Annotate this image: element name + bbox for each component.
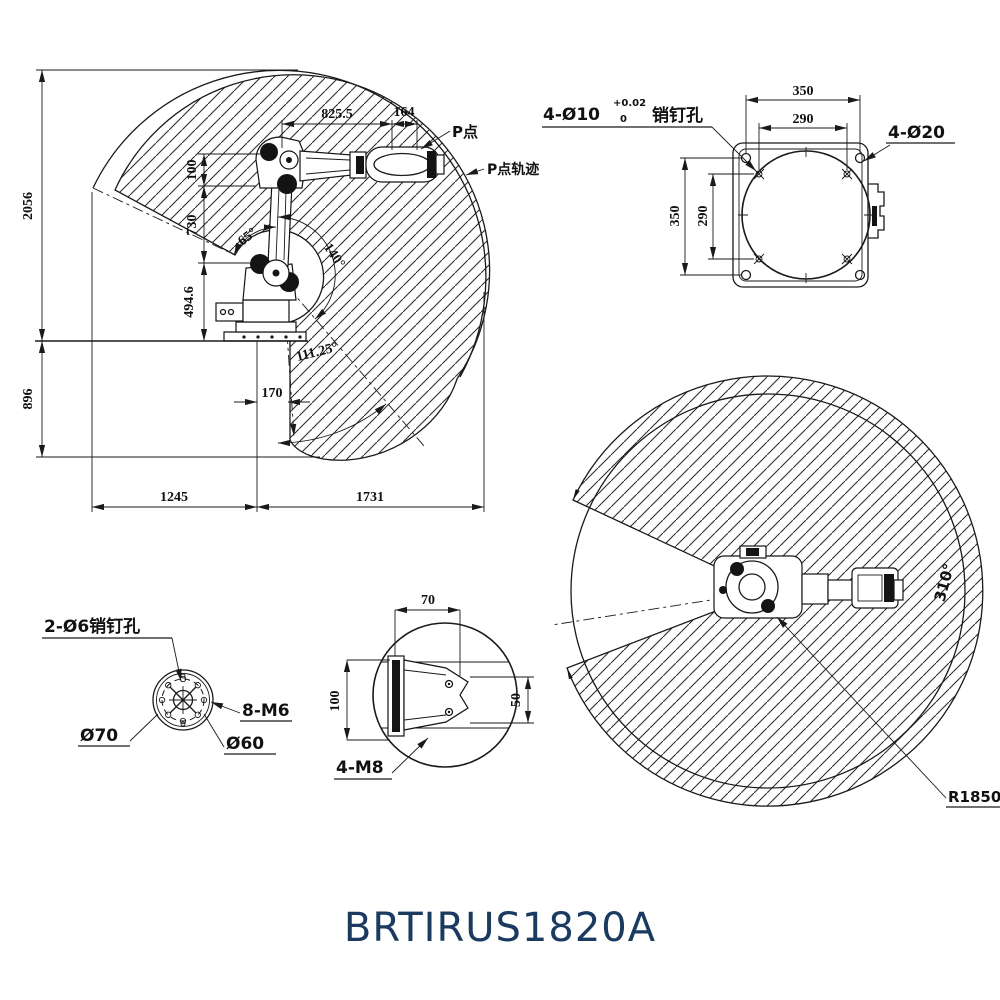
- flange-tap-note: 8-M6: [242, 701, 290, 721]
- bracket-dim-50: 50: [509, 693, 524, 707]
- side-dimensions: [38, 70, 485, 511]
- model-title: BRTIRUS1820A: [344, 905, 656, 951]
- label-p-track: P点轨迹: [487, 161, 539, 178]
- dim-164: 164: [394, 105, 415, 120]
- top-radius-label: R1850: [948, 788, 1000, 806]
- top-radius-note: R1850: [776, 616, 1000, 808]
- corner-holes: [740, 152, 866, 281]
- dim-2056: 2056: [21, 192, 36, 220]
- pin-note-tol-upper: +0.02: [613, 98, 646, 109]
- axis-dash-65: [92, 187, 234, 255]
- dim-1245: 1245: [160, 490, 188, 505]
- sweep-arrow-lower: [567, 668, 573, 680]
- dim-170: 170: [262, 386, 283, 401]
- flange-notes: 2-Ø6销钉孔 8-M6 Ø70 Ø60: [42, 616, 292, 755]
- dim-896: 896: [21, 389, 36, 410]
- pin-note-suffix: 销钉孔: [652, 105, 703, 126]
- label-p-point: P点: [452, 123, 478, 141]
- pin-holes: [753, 168, 853, 265]
- corner-hole-note: 4-Ø20: [863, 123, 955, 162]
- plate-outline: [732, 142, 869, 288]
- flange-detail-view: 2-Ø6销钉孔 8-M6 Ø70 Ø60: [42, 616, 292, 755]
- flange-d60-note: Ø60: [226, 734, 264, 754]
- plate-dim-350h: 350: [668, 206, 683, 227]
- p-track-arc: [92, 69, 487, 378]
- top-view: 310° R1850: [551, 375, 1000, 808]
- corner-note-text: 4-Ø20: [888, 123, 945, 143]
- dim-1731: 1731: [356, 490, 384, 505]
- robot-top-silhouette: [713, 545, 904, 619]
- flange-pin-note: 2-Ø6销钉孔: [44, 616, 140, 637]
- bracket-tap-note: 4-M8: [334, 737, 429, 780]
- plate-dim-290h: 290: [696, 206, 711, 227]
- pin-note-tol-lower: 0: [620, 114, 627, 125]
- flange-d70-note: Ø70: [80, 726, 118, 746]
- plate-dim-350w: 350: [793, 84, 814, 99]
- bracket-dim-100: 100: [328, 691, 343, 712]
- base-plate-view: 350 290 350 290 4-Ø10 +0.02 0 销钉孔 4-Ø20: [542, 84, 955, 288]
- sweep-arrow-upper: [573, 489, 580, 500]
- bracket-detail-view: 70 100 50 4-M8: [328, 593, 534, 780]
- dim-825: 825.5: [321, 107, 353, 122]
- side-view: 2056 896 1245 1731 825.5 164 100 730 494…: [21, 69, 539, 512]
- dim-730: 730: [185, 215, 200, 236]
- pin-hole-note: 4-Ø10 +0.02 0 销钉孔: [542, 98, 757, 172]
- plate-dim-290w: 290: [793, 112, 814, 127]
- plate-connector: [868, 183, 885, 239]
- dim-100: 100: [185, 160, 200, 181]
- bracket-tap-text: 4-M8: [336, 758, 384, 778]
- pin-note-text: 4-Ø10: [543, 105, 600, 125]
- top-inner-arc: [570, 393, 966, 789]
- flange-bolt-holes: [158, 675, 208, 725]
- bracket-dim-70: 70: [421, 593, 435, 608]
- axis-dash-111: [287, 286, 425, 447]
- dim-494: 494.6: [182, 286, 197, 318]
